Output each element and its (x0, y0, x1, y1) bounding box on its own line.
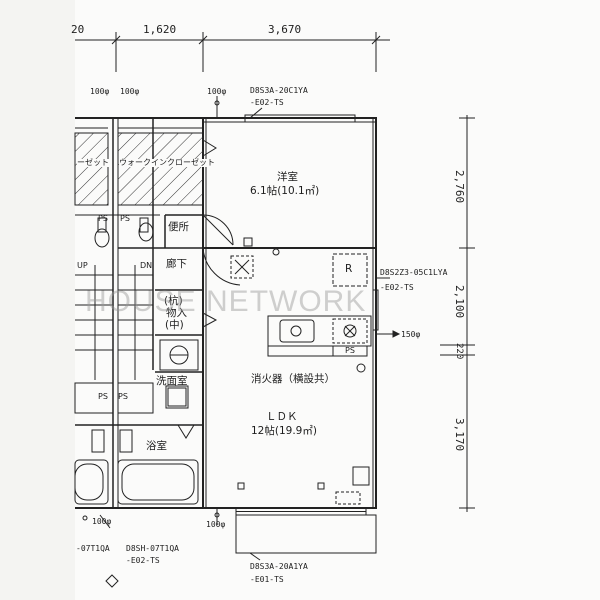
toilet-bowls (94, 217, 154, 248)
corridor-light-box (230, 255, 254, 279)
equip-code-partial: -07T1QA (76, 544, 110, 553)
ceiling-outlet (272, 248, 280, 256)
vanity-left (74, 382, 114, 414)
equip-code-top-1: D8S3A-20C1YA (250, 86, 308, 95)
extinguisher-label: 消火器（横設共） (251, 373, 335, 385)
windows (235, 114, 379, 554)
storage-label-3: (中) (165, 319, 184, 331)
dim-right-a: 2,760 (453, 170, 466, 204)
vent-label-3: 100φ (207, 87, 227, 96)
refrigerator-space (332, 253, 368, 287)
ldk-right-box (352, 466, 370, 486)
equip-code-mid-1: D8S2Z3-05C1LYA (380, 268, 448, 277)
corridor-label: 廊下 (166, 258, 187, 270)
equip-code-top-2: -E02-TS (250, 98, 284, 107)
ps-label-kitchen: PS (345, 346, 355, 355)
refrigerator-label: R (345, 263, 353, 275)
vent-label-6: 100φ (92, 517, 112, 526)
storage-label-2: 物入 (166, 307, 187, 319)
storage-label-1: (杭) (164, 295, 183, 307)
top-dimension-line (75, 32, 390, 72)
toilet-label: 便所 (168, 221, 189, 233)
stair-up-label: UP (77, 261, 88, 270)
north-marker (105, 574, 119, 588)
closet-hatch-right (117, 132, 204, 206)
walkin-closet-label: ウォークインクローゼット (119, 158, 215, 167)
dim-top-b: 3,670 (268, 23, 302, 36)
right-dimension-line (440, 115, 475, 512)
watermark: HOUSE NETWORK (85, 285, 367, 318)
ldk-bottom-box (335, 491, 361, 505)
washing-machine (165, 385, 189, 409)
bath-door-zigzag (177, 424, 195, 439)
western-door-swing (202, 247, 241, 286)
closet-left-label: ーゼット (77, 158, 109, 167)
closet-hatch-left (74, 132, 109, 206)
stairs (75, 265, 153, 380)
ps-label-3: PS (98, 392, 108, 401)
ps-label-4: PS (118, 392, 128, 401)
vent-label-1: 100φ (90, 87, 110, 96)
washroom-label: 洗面室 (156, 375, 188, 387)
ldk-outlet-a (237, 482, 245, 490)
ldk-name: ＬＤＫ (266, 411, 298, 423)
washbasin (159, 339, 199, 371)
ldk-outlet-b (317, 482, 325, 490)
equip-code-mid-2: -E02-TS (380, 283, 414, 292)
vent-label-5: 100φ (206, 520, 226, 529)
equip-code-bot-1: D8S3A-20A1YA (250, 562, 308, 571)
western-room-name: 洋室 (277, 171, 298, 183)
dim-top-partial: 20 (71, 23, 85, 36)
bathroom-label: 浴室 (146, 440, 167, 452)
vent-label-2: 100φ (120, 87, 140, 96)
western-room-size: 6.1帖(10.1㎡) (250, 185, 320, 197)
toilet-door-swing (202, 214, 234, 246)
extinguisher-mark (356, 363, 366, 373)
equip-code-botleft-2: -E02-TS (126, 556, 160, 565)
ps-label-2: PS (120, 214, 130, 223)
vent-label-4: 150φ (401, 330, 421, 339)
stair-dn-label: DN (140, 261, 153, 270)
storage-folding-door (202, 312, 218, 328)
dim-right-c: 220 (454, 343, 464, 360)
equip-code-bot-2: -E01-TS (250, 575, 284, 584)
closet-folding-door (202, 139, 217, 157)
dim-top-a: 1,620 (143, 23, 177, 36)
bathtubs (74, 429, 199, 505)
dim-right-d: 3,170 (453, 418, 466, 452)
kitchen-counter (267, 315, 372, 357)
leader-lines (99, 107, 401, 561)
vanity-mid (117, 382, 154, 414)
pillar-mark (243, 237, 253, 247)
dim-right-b: 2,100 (453, 285, 466, 319)
ldk-size: 12帖(19.9㎡) (251, 425, 317, 437)
equip-code-botleft-1: D8SH-07T1QA (126, 544, 179, 553)
ps-label-1: PS (98, 214, 108, 223)
